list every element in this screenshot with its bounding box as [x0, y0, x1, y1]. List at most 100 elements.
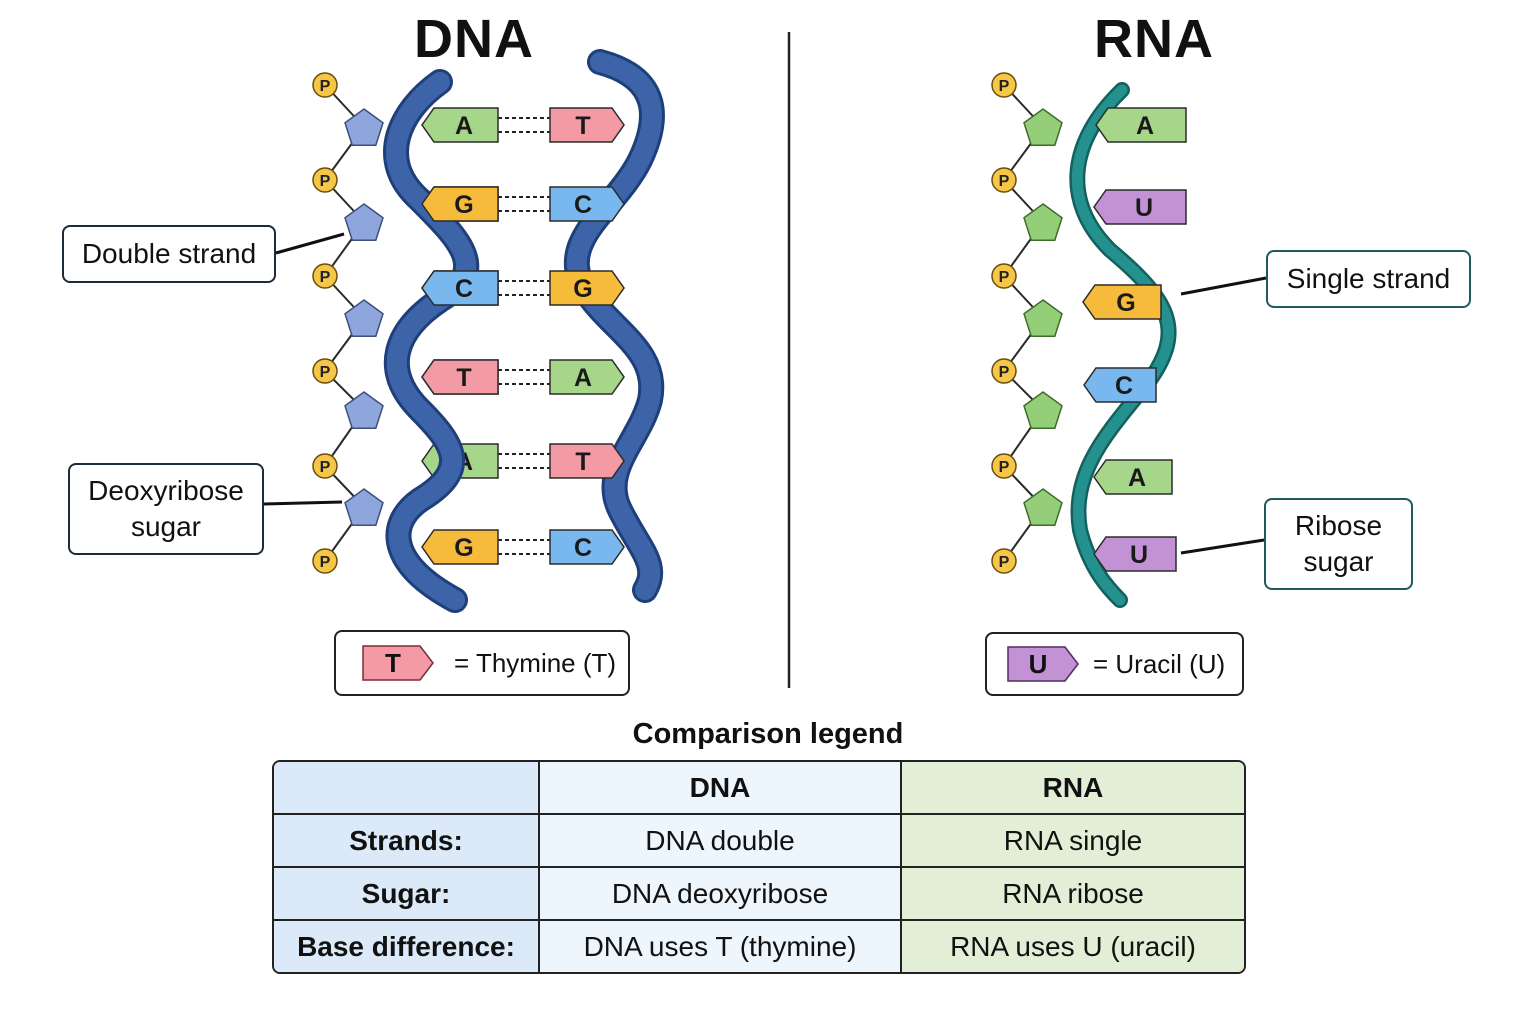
phosphate-letter: P [999, 554, 1010, 571]
phosphate-letter: P [320, 364, 331, 381]
dna-structure: PPPPPPATGCCGTAATGCGCT [312, 49, 665, 613]
deoxyribose-sugar-icon [344, 203, 384, 241]
phosphate-icon: P [312, 358, 338, 384]
table-row: Base difference: DNA uses T (thymine) RN… [274, 921, 1244, 972]
dna-base-left-front: G [421, 186, 499, 222]
dna-base-right: C [549, 529, 625, 565]
base-letter: C [1115, 372, 1133, 400]
table-row: Sugar: DNA deoxyribose RNA ribose [274, 868, 1244, 921]
single-strand-leader [1180, 276, 1267, 296]
phosphate-icon: P [991, 453, 1017, 479]
row-label: Sugar: [274, 868, 540, 921]
dna-base-left: A [421, 107, 499, 143]
phosphate-icon: P [312, 453, 338, 479]
dna-cell: DNA uses T (thymine) [540, 921, 902, 972]
base-letter: T [575, 448, 590, 476]
thymine-legend-base: T [385, 648, 401, 678]
single-strand-callout: Single strand [1266, 250, 1471, 308]
dna-base-left: G [421, 529, 499, 565]
deoxyribose-label-line2: sugar [130, 511, 202, 542]
row-label: Base difference: [274, 921, 540, 972]
dna-base-left-front: C [421, 270, 499, 306]
uracil-legend-text: = Uracil (U) [1093, 648, 1226, 679]
phosphate-letter: P [320, 269, 331, 286]
phosphate-icon: P [991, 548, 1017, 574]
phosphate-icon: P [991, 72, 1017, 98]
double-strand-callout: Double strand [62, 225, 276, 283]
dna-cell: DNA deoxyribose [540, 868, 902, 921]
rna-base: G [1082, 284, 1162, 320]
deoxyribose-sugar-icon [344, 391, 384, 429]
ribose-sugar-icon [1023, 299, 1063, 337]
dna-cell: DNA double [540, 815, 902, 868]
dna-title: DNA [414, 9, 534, 69]
double-strand-leader [275, 232, 345, 255]
base-letter: A [1128, 464, 1146, 492]
phosphate-letter: P [999, 459, 1010, 476]
rna-base: U [1093, 189, 1187, 225]
phosphate-letter: P [999, 269, 1010, 286]
double-strand-label: Double strand [81, 238, 257, 269]
dna-base-right: T [549, 443, 625, 479]
dna-base-right: T [549, 107, 625, 143]
rna-cell: RNA single [902, 815, 1244, 868]
rna-strand [1069, 82, 1177, 608]
dna-base-left-front: T [421, 359, 499, 395]
deoxyribose-label-line1: Deoxyribose [88, 475, 244, 506]
row-label: Strands: [274, 815, 540, 868]
uracil-legend: U = Uracil (U) [985, 632, 1244, 696]
uracil-legend-tag: U [1007, 646, 1079, 682]
phosphate-icon: P [312, 548, 338, 574]
thymine-legend-tag: T [362, 645, 434, 681]
ribose-label-line1: Ribose [1294, 510, 1383, 541]
base-letter: A [1136, 112, 1154, 140]
header-rna: RNA [902, 762, 1244, 815]
phosphate-icon: P [991, 263, 1017, 289]
deoxyribose-sugar-icon [344, 108, 384, 146]
phosphate-icon: P [312, 263, 338, 289]
phosphate-letter: P [999, 173, 1010, 190]
base-letter: A [574, 364, 592, 392]
ribose-sugar-icon [1023, 488, 1063, 526]
rna-cell: RNA uses U (uracil) [902, 921, 1244, 972]
base-letter: C [574, 534, 592, 562]
comparison-header-row: DNA RNA [274, 762, 1244, 815]
dna-base-right: A [549, 359, 625, 395]
deoxyribose-callout: Deoxyribose sugar [68, 463, 264, 555]
ribose-sugar-icon [1023, 203, 1063, 241]
phosphate-letter: P [999, 78, 1010, 95]
rna-structure: P P P P P P A U G C A U [991, 72, 1187, 608]
rna-base: A [1095, 107, 1187, 143]
header-blank [274, 762, 540, 815]
rna-base: A [1093, 459, 1173, 495]
base-letter: G [454, 534, 473, 562]
table-row: Strands: DNA double RNA single [274, 815, 1244, 868]
base-letter: U [1130, 541, 1148, 569]
single-strand-label: Single strand [1286, 263, 1451, 294]
thymine-legend-text: = Thymine (T) [454, 647, 617, 678]
deoxyribose-leader [263, 500, 343, 506]
ribose-callout: Ribose sugar [1264, 498, 1413, 590]
base-letter: G [454, 191, 473, 219]
phosphate-letter: P [320, 173, 331, 190]
phosphate-letter: P [320, 554, 331, 571]
phosphate-icon: P [312, 72, 338, 98]
uracil-legend-base: U [1028, 649, 1048, 679]
phosphate-letter: P [320, 459, 331, 476]
rna-base: U [1093, 536, 1177, 572]
rna-title: RNA [1094, 9, 1214, 69]
phosphate-letter: P [999, 364, 1010, 381]
ribose-sugar-icon [1023, 391, 1063, 429]
rna-cell: RNA ribose [902, 868, 1244, 921]
base-letter: T [456, 364, 471, 392]
base-letter: C [574, 191, 592, 219]
base-letter: U [1135, 194, 1153, 222]
base-letter: A [455, 112, 473, 140]
base-letter: G [573, 275, 592, 303]
header-dna: DNA [540, 762, 902, 815]
dna-base-right: G [549, 270, 625, 306]
dna-base-right: C [549, 186, 625, 222]
ribose-sugar-icon [1023, 108, 1063, 146]
phosphate-icon: P [991, 167, 1017, 193]
